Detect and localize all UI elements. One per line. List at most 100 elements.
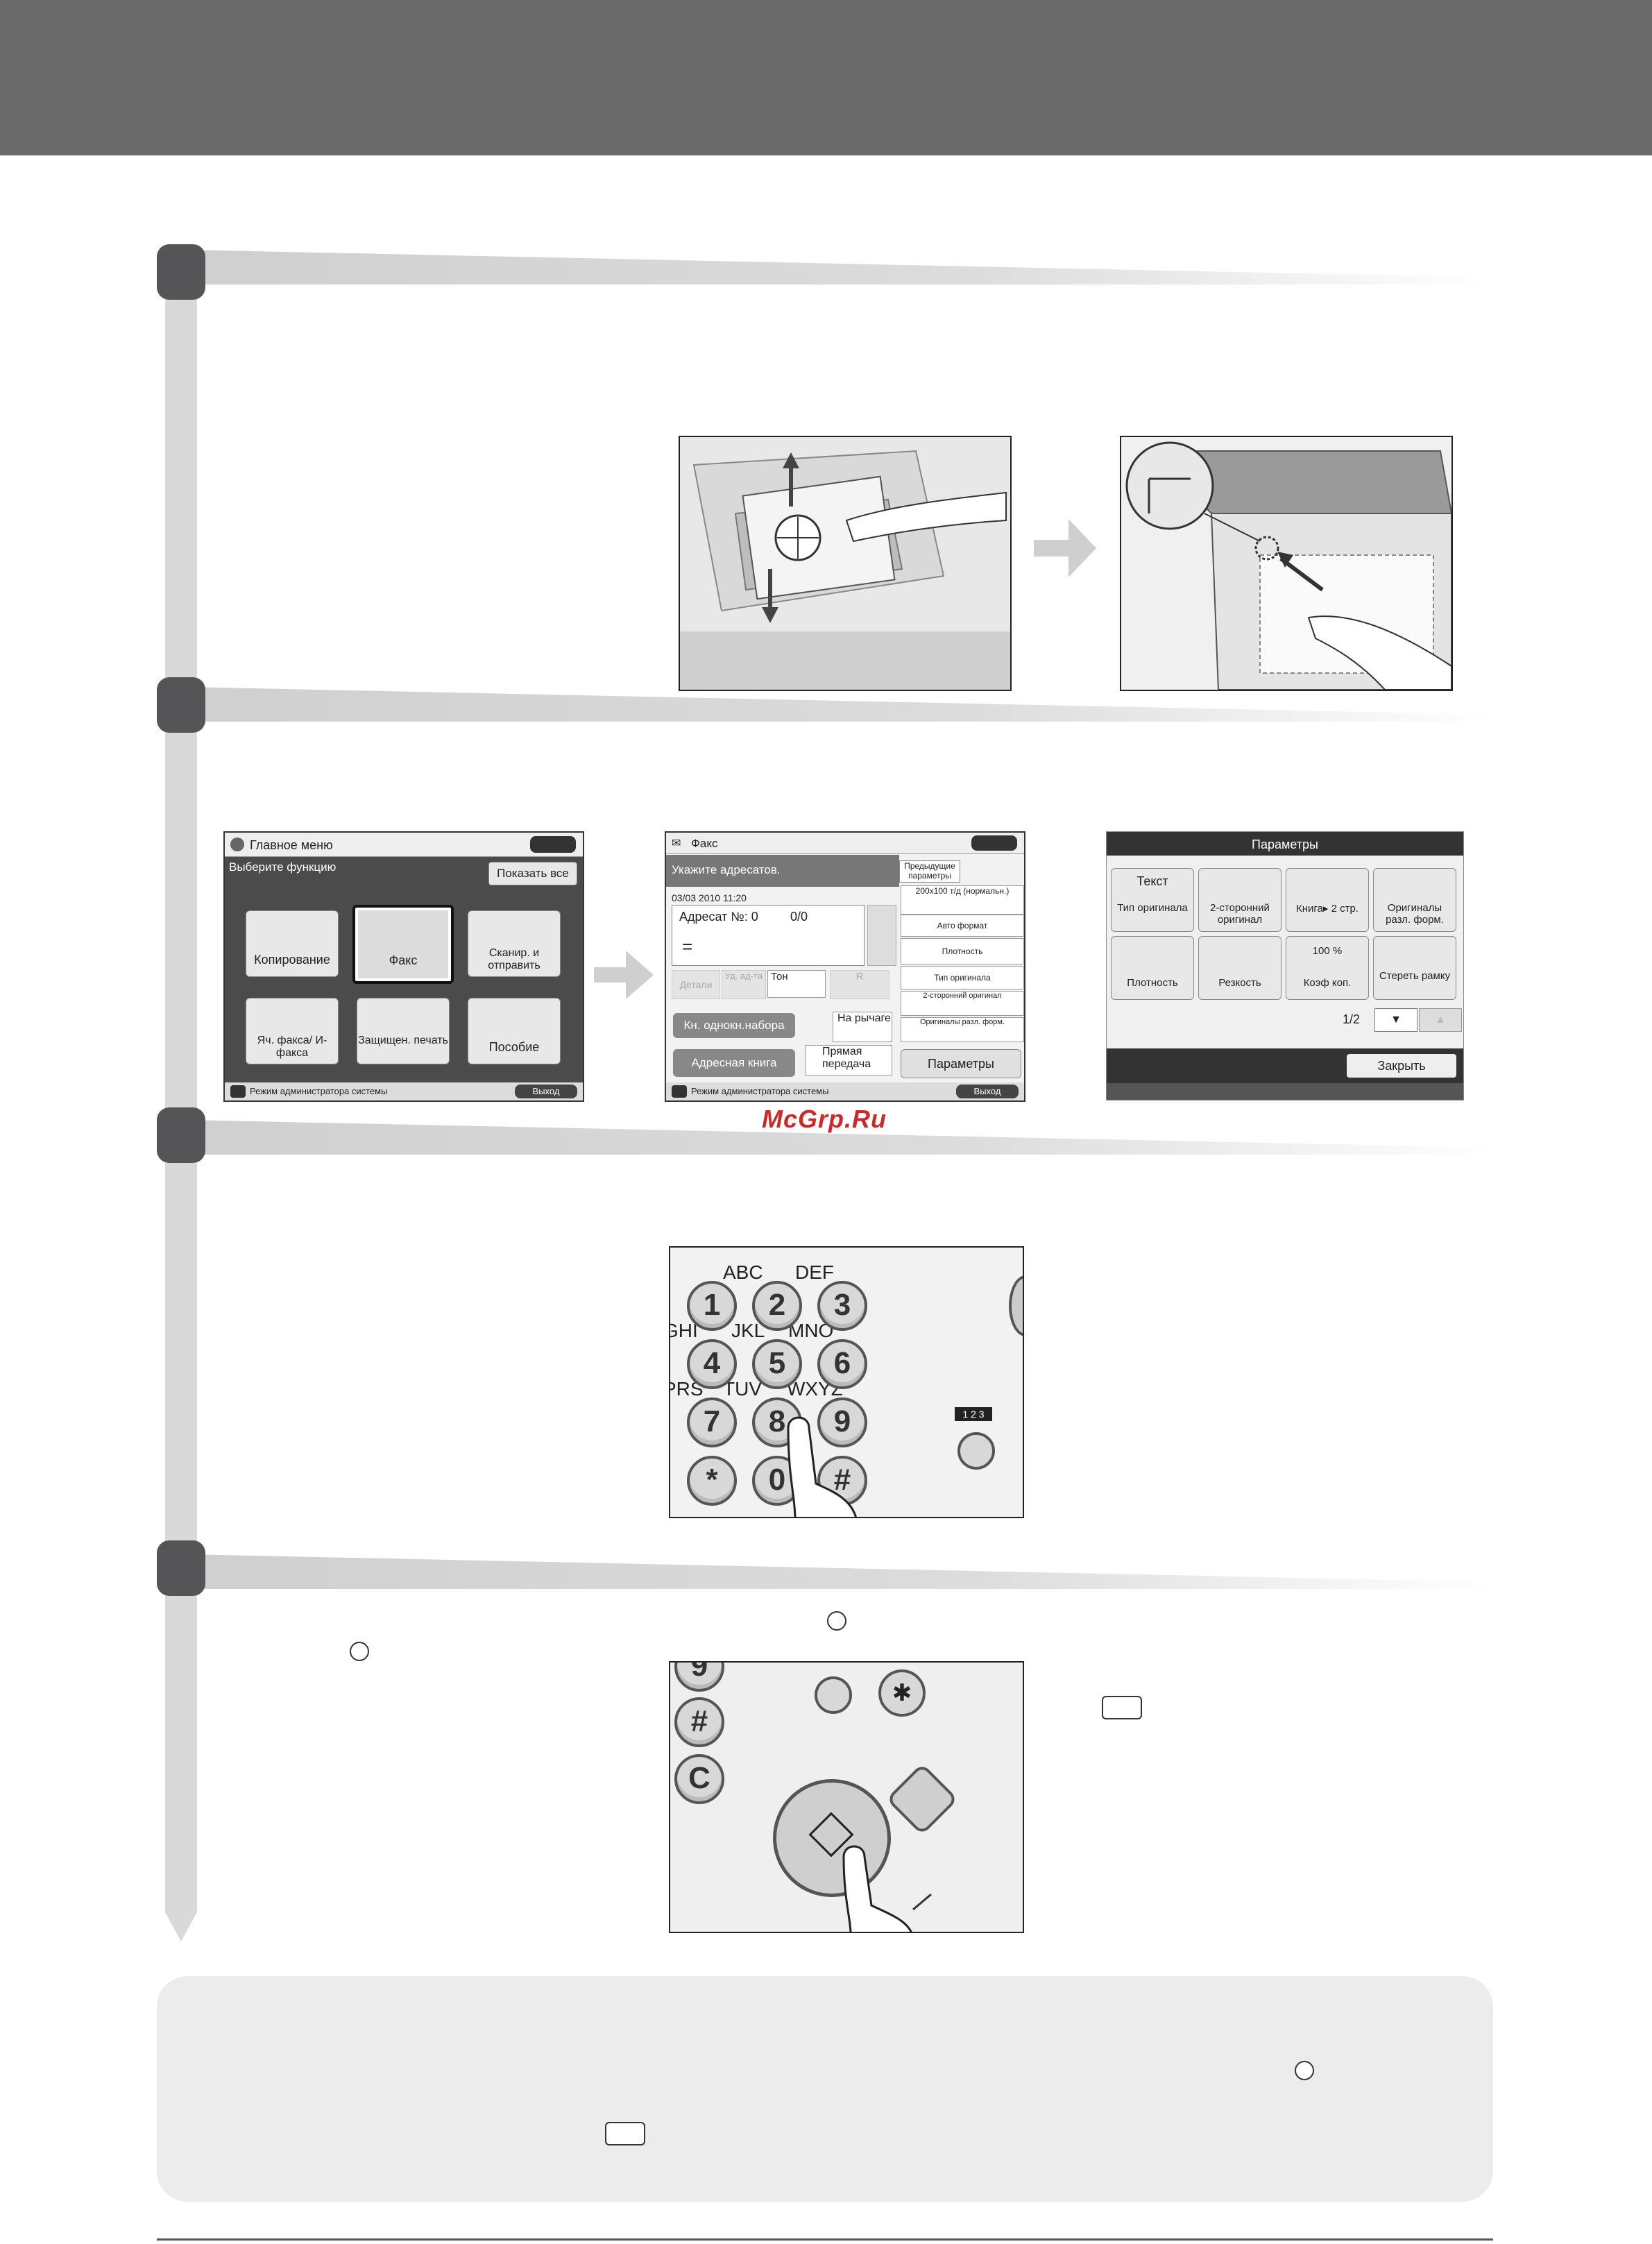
start-button[interactable] bbox=[773, 1779, 891, 1897]
fax-screen: ✉ Факс Укажите адресатов. Предыдущие пар… bbox=[665, 831, 1025, 1102]
bottom-rule bbox=[157, 2238, 1493, 2241]
guide-tile[interactable]: Пособие bbox=[468, 998, 561, 1064]
page-down-button[interactable]: ▼ bbox=[1374, 1008, 1417, 1032]
close-button[interactable]: Закрыть bbox=[1347, 1054, 1456, 1078]
key-1[interactable]: 1 bbox=[687, 1281, 737, 1331]
density-label: Плотность bbox=[1127, 977, 1178, 989]
step-2-marker bbox=[157, 677, 205, 733]
ratio-label: Коэф коп. bbox=[1303, 977, 1352, 989]
key-9[interactable]: 9 bbox=[817, 1397, 867, 1447]
exit-button[interactable]: Выход bbox=[515, 1085, 577, 1098]
previous-settings-button[interactable]: Предыдущие параметры bbox=[899, 860, 960, 883]
options-screen: Параметры Текст Тип оригинала 2-сторонни… bbox=[1106, 831, 1464, 1100]
round-button[interactable] bbox=[815, 1676, 852, 1714]
two-sided-label: 2-сторонний оригинал bbox=[1210, 902, 1270, 926]
key-4[interactable]: 4 bbox=[687, 1339, 737, 1389]
admin-mode-text: Режим администратора системы bbox=[250, 1086, 388, 1096]
prompt-text: Укажите адресатов. bbox=[672, 863, 781, 876]
side-button[interactable] bbox=[1009, 1275, 1023, 1336]
step-2-bar bbox=[187, 687, 1496, 722]
erase-frame-option[interactable]: Стереть рамку bbox=[1373, 936, 1456, 1000]
mode-123-button[interactable] bbox=[957, 1432, 995, 1470]
key-3[interactable]: 3 bbox=[817, 1281, 867, 1331]
adf-loading-illustration bbox=[680, 437, 1010, 690]
scan-send-label: Сканир. и отправить bbox=[488, 947, 540, 971]
clear-key[interactable]: C bbox=[674, 1754, 724, 1804]
counter-button[interactable] bbox=[530, 836, 576, 853]
details-tab[interactable]: Детали bbox=[672, 970, 720, 999]
tone-tab[interactable]: Тон bbox=[767, 970, 826, 998]
platen-loading-illustration bbox=[1121, 437, 1451, 690]
delete-address-tab[interactable]: Уд. ад-та bbox=[722, 970, 766, 999]
energy-saver-icon[interactable]: ✱ bbox=[878, 1669, 926, 1717]
addressee-number: Адресат №: 0 bbox=[679, 910, 758, 924]
copy-tile[interactable]: Копирование bbox=[246, 910, 339, 977]
reset-icon bbox=[1102, 1696, 1142, 1719]
original-type-option[interactable]: Текст Тип оригинала bbox=[1111, 868, 1194, 932]
step-3-marker bbox=[157, 1107, 205, 1163]
erase-frame-label: Стереть рамку bbox=[1379, 970, 1451, 982]
addressee-count: 0/0 bbox=[790, 910, 808, 924]
sharpness-option[interactable]: Резкость bbox=[1198, 936, 1281, 1000]
options-button[interactable]: Параметры bbox=[901, 1049, 1021, 1078]
counter-button[interactable] bbox=[971, 835, 1017, 851]
step-1-bar bbox=[187, 250, 1496, 284]
key-2-letters: ABC bbox=[723, 1261, 763, 1283]
pencil-icon bbox=[912, 1893, 932, 1911]
start-panel-figure: 9 # C ✱ bbox=[669, 1661, 1024, 1933]
key-hash[interactable]: # bbox=[674, 1697, 724, 1747]
book-two-page-option[interactable]: Книга▸ 2 стр. bbox=[1286, 868, 1369, 932]
ratio-option[interactable]: 100 % Коэф коп. bbox=[1286, 936, 1369, 1000]
id-icon bbox=[672, 1085, 687, 1098]
screen-title: Параметры bbox=[1252, 838, 1318, 851]
copy-label: Копирование bbox=[254, 953, 330, 967]
secure-print-tile[interactable]: Защищен. печать bbox=[357, 998, 450, 1064]
key-2[interactable]: 2 bbox=[752, 1281, 802, 1331]
adf-loading-figure bbox=[679, 436, 1012, 691]
density-option[interactable]: Плотность bbox=[901, 938, 1024, 964]
density-option[interactable]: Плотность bbox=[1111, 936, 1194, 1000]
on-hook-button[interactable]: На рычаге bbox=[833, 1012, 892, 1042]
destination-field[interactable]: = bbox=[682, 936, 693, 957]
arrow-right-icon bbox=[594, 951, 654, 999]
exit-button[interactable]: Выход bbox=[956, 1085, 1019, 1098]
key-6[interactable]: 6 bbox=[817, 1339, 867, 1389]
mode-123-label: 1 2 3 bbox=[955, 1407, 992, 1421]
show-all-button[interactable]: Показать все bbox=[488, 862, 577, 885]
key-7[interactable]: 7 bbox=[687, 1397, 737, 1447]
two-sided-option[interactable]: 2-сторонний оригинал bbox=[901, 991, 1024, 1016]
fax-inbox-tile[interactable]: Яч. факса/ И-факса bbox=[246, 998, 339, 1064]
original-type-label: Тип оригинала bbox=[1117, 902, 1188, 914]
address-book-button[interactable]: Адресная книга bbox=[673, 1049, 795, 1077]
id-key-icon bbox=[1295, 2061, 1314, 2080]
r-tab[interactable]: R bbox=[830, 970, 889, 999]
direct-send-button[interactable]: Прямая передача bbox=[805, 1045, 892, 1076]
addressee-panel: Адресат №: 0 0/0 = bbox=[672, 905, 865, 966]
two-sided-original-option[interactable]: 2-сторонний оригинал bbox=[1198, 868, 1281, 932]
ratio-value: 100 % bbox=[1312, 945, 1343, 957]
key-5[interactable]: 5 bbox=[752, 1339, 802, 1389]
key-star[interactable]: * bbox=[687, 1456, 737, 1506]
original-type-option[interactable]: Тип оригинала bbox=[901, 966, 1024, 989]
different-sizes-option[interactable]: Оригиналы разл. форм. bbox=[1373, 868, 1456, 932]
one-touch-button[interactable]: Кн. однокн.набора bbox=[673, 1013, 795, 1038]
different-sizes-option[interactable]: Оригиналы разл. форм. bbox=[901, 1017, 1024, 1042]
fax-tile[interactable]: Факс bbox=[352, 905, 454, 984]
scan-send-tile[interactable]: Сканир. и отправить bbox=[468, 910, 561, 977]
options-column: 200x100 т/д (нормальн.) Авто формат Плот… bbox=[901, 885, 1024, 1063]
page-up-button[interactable]: ▲ bbox=[1419, 1008, 1462, 1032]
finger-pointer-icon bbox=[787, 1416, 857, 1517]
scroll-buttons[interactable] bbox=[867, 905, 896, 966]
resolution-option[interactable]: 200x100 т/д (нормальн.) bbox=[901, 885, 1024, 915]
key-9[interactable]: 9 bbox=[674, 1663, 724, 1692]
datetime: 03/03 2010 11:20 bbox=[672, 892, 747, 903]
watermark: McGrp.Ru bbox=[762, 1105, 887, 1133]
key-3-letters: DEF bbox=[795, 1261, 834, 1283]
auto-size-option[interactable]: Авто формат bbox=[901, 915, 1024, 937]
home-icon bbox=[230, 838, 244, 851]
stop-button[interactable] bbox=[885, 1762, 959, 1836]
start-icon bbox=[350, 1642, 369, 1661]
arrow-right-icon bbox=[1034, 519, 1096, 577]
main-menu-screen: Главное меню Выберите функцию Показать в… bbox=[223, 831, 584, 1102]
book-label: Книга▸ 2 стр. bbox=[1296, 903, 1359, 915]
